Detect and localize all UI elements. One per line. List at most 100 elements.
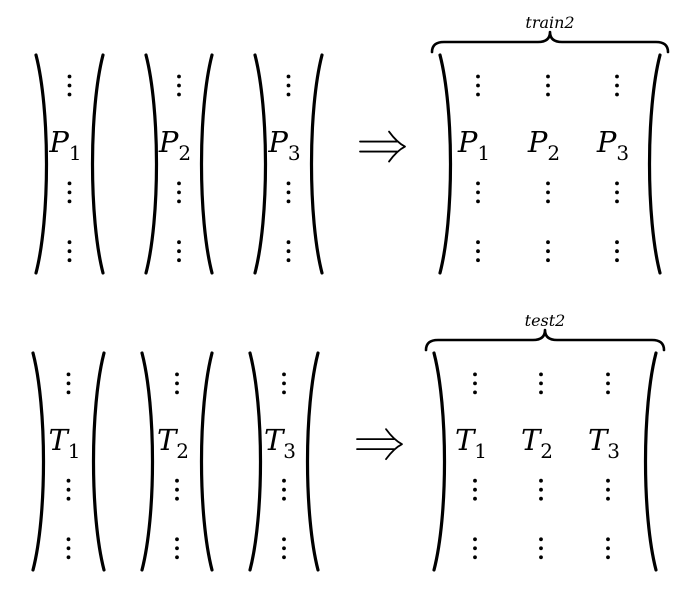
vertical-dots <box>546 181 550 204</box>
vertical-dots <box>66 372 71 395</box>
vertical-dots <box>473 478 477 501</box>
right-paren <box>91 351 106 572</box>
vector-symbol-subscript: 3 <box>288 141 301 165</box>
vertical-dots <box>282 537 286 560</box>
column-symbol: T3 <box>588 423 620 463</box>
vertical-dots <box>67 74 72 97</box>
vector-symbol-subscript: 1 <box>68 439 81 463</box>
vertical-dots <box>282 372 286 395</box>
vector-symbol-letter: T <box>264 423 286 457</box>
left-paren <box>140 351 155 572</box>
vertical-dots <box>606 372 610 395</box>
column-symbol-subscript: 2 <box>540 439 553 463</box>
column-symbol: P3 <box>596 125 629 165</box>
vector-symbol: P2 <box>158 125 191 165</box>
vertical-dots <box>606 478 610 501</box>
vertical-dots <box>66 537 71 560</box>
implies-arrow-train <box>359 130 406 163</box>
vector-symbol-subscript: 2 <box>176 439 189 463</box>
matrix-column-3: T3 <box>588 372 620 560</box>
column-symbol-subscript: 2 <box>547 141 560 165</box>
vertical-dots <box>66 478 71 501</box>
left-paren <box>248 351 263 572</box>
vector-symbol: T3 <box>264 423 296 463</box>
vertical-dots <box>177 181 181 204</box>
vector-symbol-subscript: 2 <box>178 141 191 165</box>
column-symbol-subscript: 1 <box>474 439 487 463</box>
left-paren <box>253 53 268 275</box>
vector-symbol: T1 <box>48 423 80 463</box>
left-paren <box>144 53 159 275</box>
vertical-dots <box>175 478 179 501</box>
vertical-dots <box>67 240 72 263</box>
column-symbol-letter: P <box>527 125 548 159</box>
matrix-column-2: T2 <box>521 372 553 560</box>
vector-symbol: P1 <box>48 125 81 165</box>
column-symbol-letter: T <box>521 423 543 457</box>
matrix-column-3: P3 <box>596 74 629 263</box>
vertical-dots <box>615 181 619 204</box>
matrix-column-1: P1 <box>457 74 490 263</box>
vertical-dots <box>606 537 610 560</box>
column-symbol-letter: P <box>457 125 478 159</box>
vertical-dots <box>546 74 550 97</box>
right-paren <box>199 351 214 572</box>
vector-symbol-letter: P <box>48 125 69 159</box>
left-paren <box>31 351 46 572</box>
column-symbol-subscript: 1 <box>477 141 490 165</box>
column-symbol-subscript: 3 <box>607 439 620 463</box>
matrix-column-1: T1 <box>455 372 487 560</box>
vertical-dots <box>473 372 477 395</box>
vertical-dots <box>286 181 291 204</box>
vertical-dots <box>177 240 181 263</box>
vector-symbol-letter: P <box>267 125 288 159</box>
input-vector-test-3: T3 <box>248 351 320 572</box>
right-paren <box>305 351 320 572</box>
vertical-dots <box>175 537 179 560</box>
vector-symbol-letter: P <box>158 125 179 159</box>
matrix-label: test2 <box>525 311 566 330</box>
left-paren <box>438 53 453 275</box>
vector-symbol: T2 <box>157 423 189 463</box>
vertical-dots <box>546 240 550 263</box>
vertical-dots <box>282 478 286 501</box>
input-vector-train-2: P2 <box>144 53 214 275</box>
matrix-label: train2 <box>525 13 574 32</box>
vertical-dots <box>473 537 477 560</box>
column-symbol-letter: P <box>596 125 617 159</box>
input-vector-test-2: T2 <box>140 351 214 572</box>
vertical-dots <box>175 372 179 395</box>
column-symbol: T1 <box>455 423 487 463</box>
vertical-dots <box>67 181 72 204</box>
column-symbol-letter: T <box>588 423 610 457</box>
input-vector-train-3: P3 <box>253 53 324 275</box>
vertical-dots <box>615 240 619 263</box>
input-vector-train-1: P1 <box>34 53 105 275</box>
left-paren <box>432 351 447 572</box>
right-paren <box>643 351 658 572</box>
column-symbol: P1 <box>457 125 490 165</box>
input-vector-test-1: T1 <box>31 351 106 572</box>
vertical-dots <box>615 74 619 97</box>
implies-arrow-test <box>356 428 403 461</box>
right-paren <box>199 53 214 275</box>
vertical-dots <box>476 181 480 204</box>
left-paren <box>34 53 49 275</box>
vertical-dots <box>539 537 543 560</box>
right-paren <box>90 53 105 275</box>
overbrace <box>430 30 670 54</box>
vertical-dots <box>539 478 543 501</box>
column-symbol: T2 <box>521 423 553 463</box>
vector-symbol-letter: T <box>157 423 179 457</box>
vertical-dots <box>177 74 181 97</box>
vector-symbol-subscript: 3 <box>283 439 296 463</box>
vector-symbol-letter: T <box>48 423 70 457</box>
vector-symbol-subscript: 1 <box>69 141 82 165</box>
vertical-dots <box>476 74 480 97</box>
column-symbol-letter: T <box>455 423 477 457</box>
